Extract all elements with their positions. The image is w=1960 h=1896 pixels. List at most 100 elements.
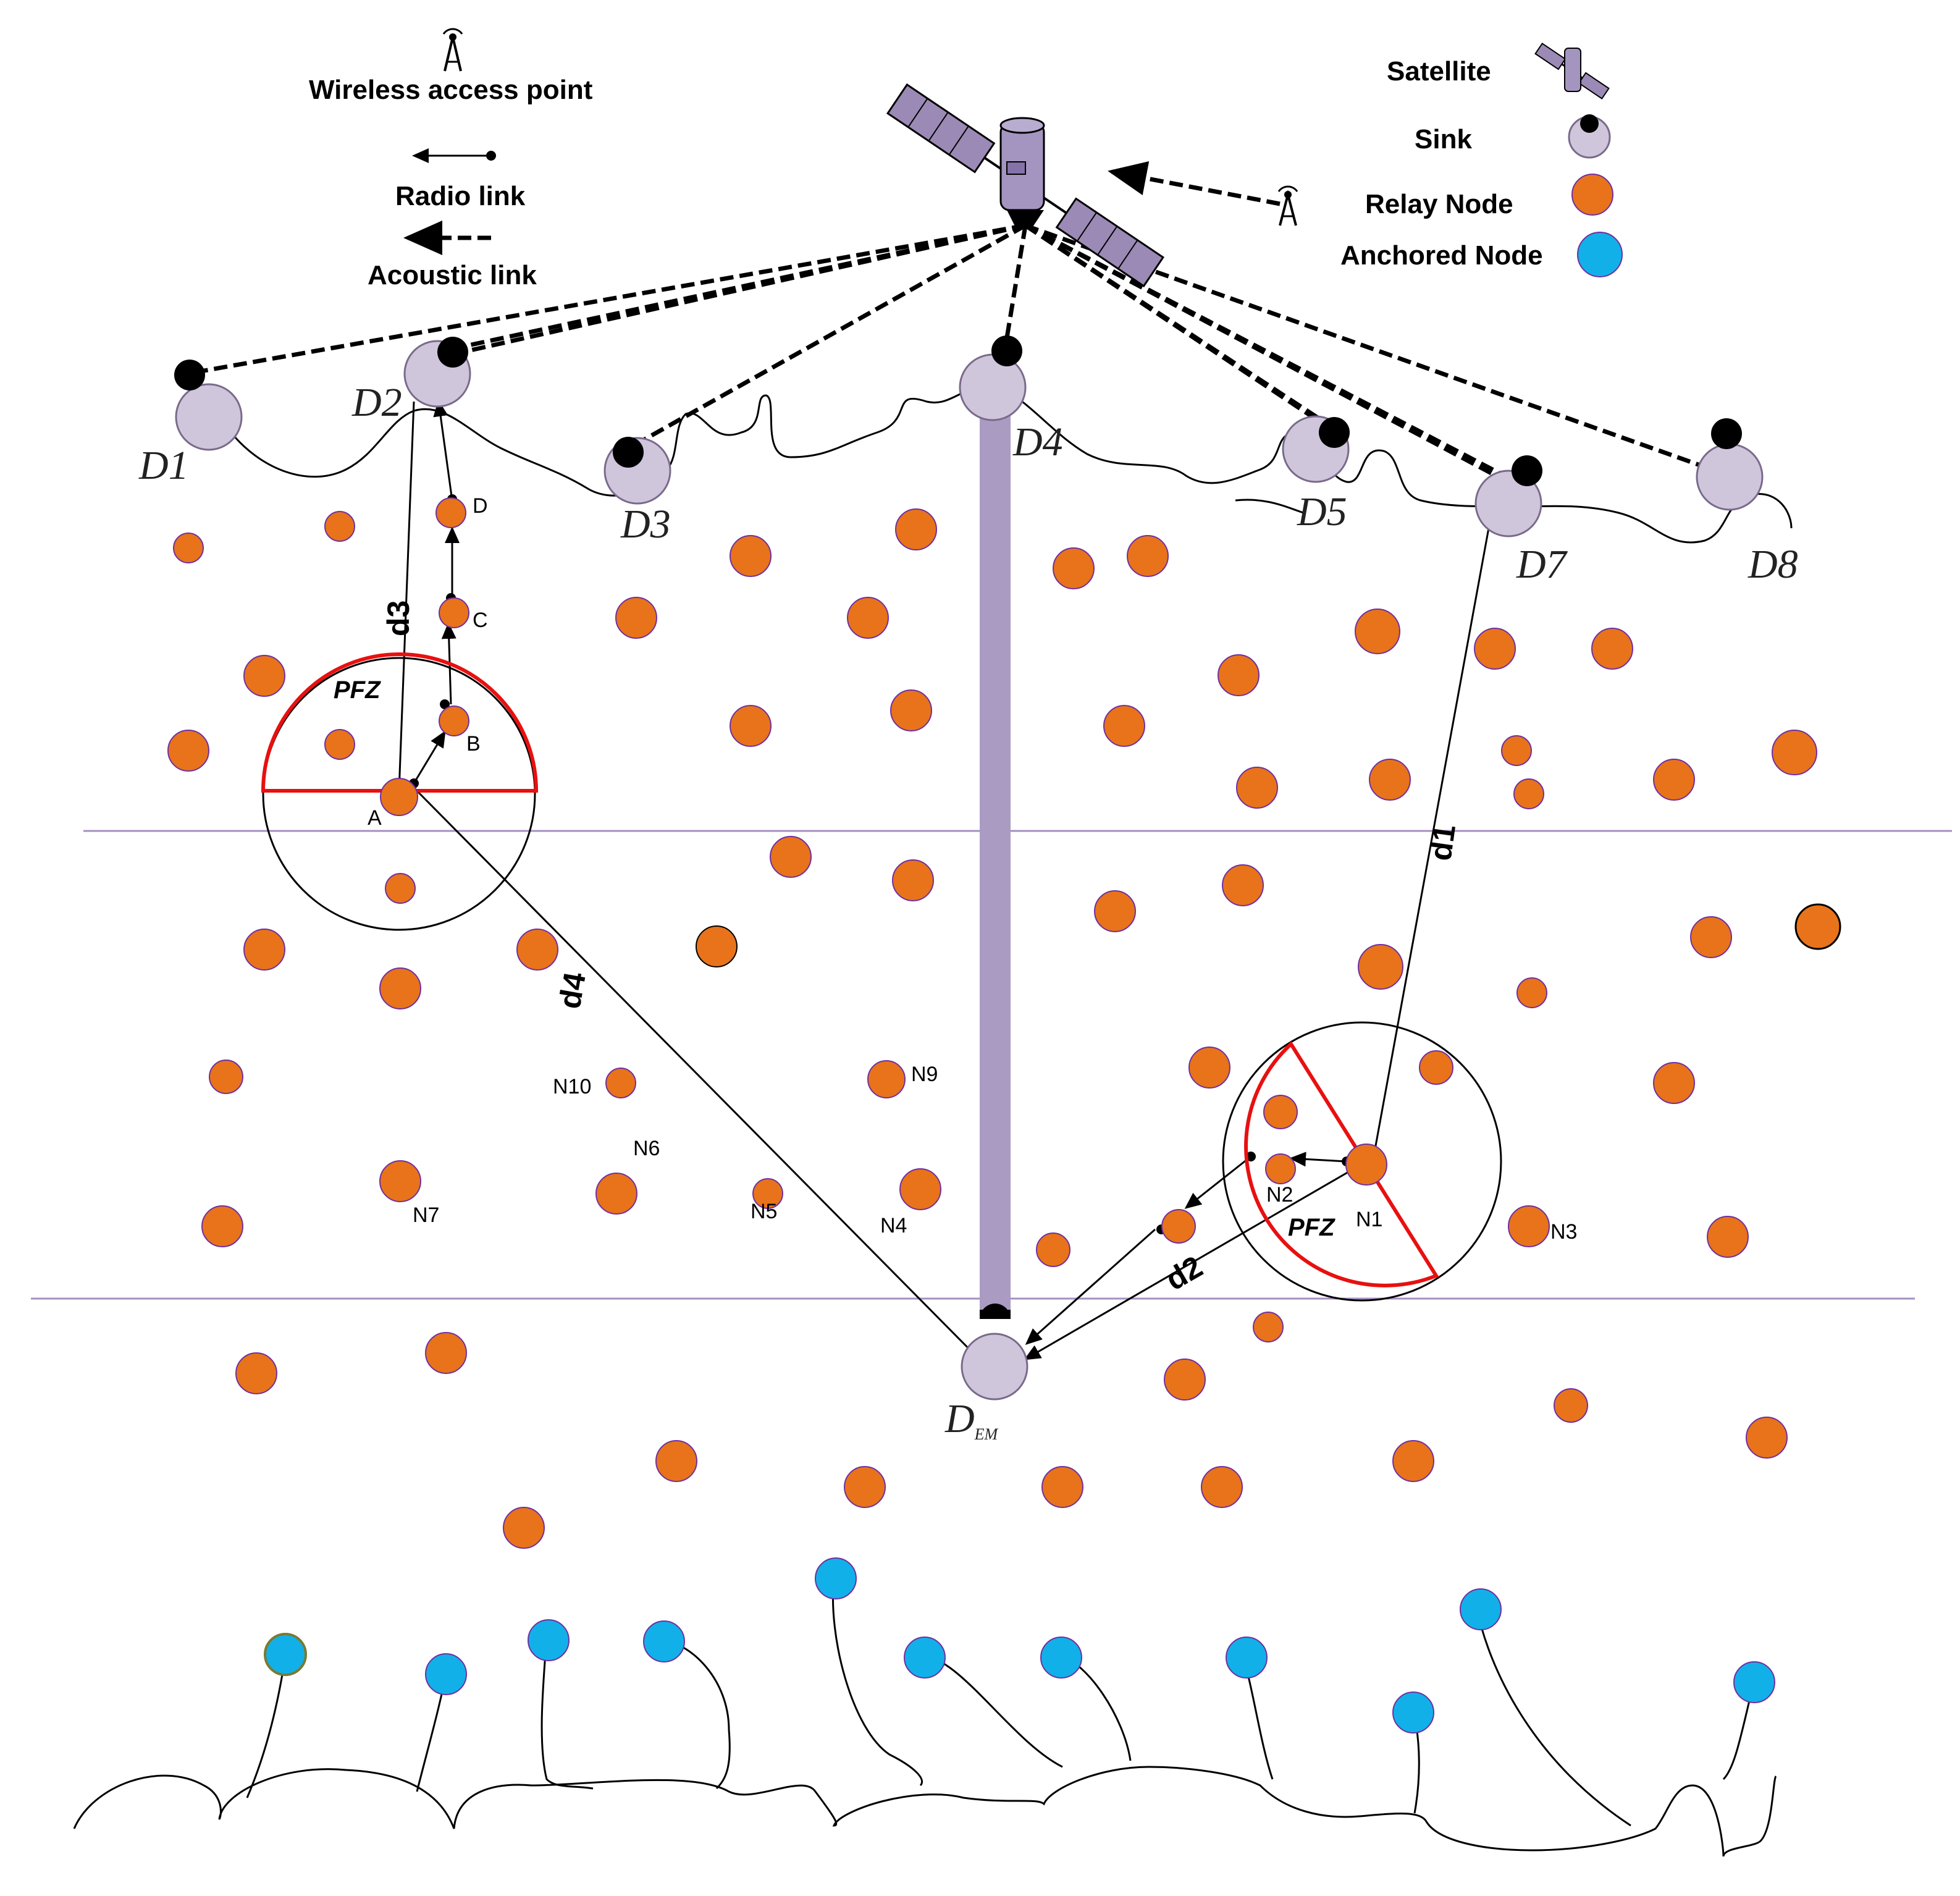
pfz-label-right: PFZ <box>1288 1214 1335 1241</box>
relay-node <box>1746 1417 1788 1459</box>
relay-node <box>1201 1466 1243 1508</box>
anchored-node <box>815 1557 857 1599</box>
sink-label-d4: D4 <box>1012 419 1063 465</box>
wireless-access-point-icon <box>442 28 463 72</box>
sink-d5 <box>1282 415 1350 483</box>
relay-node <box>1772 730 1817 775</box>
anchored-node <box>528 1619 570 1661</box>
node-label-n1: N1 <box>1356 1208 1382 1231</box>
sink-dem <box>961 1304 1028 1401</box>
acoustic-links <box>186 161 1731 487</box>
seabed-curve <box>73 1766 1777 1857</box>
node-label-n2: N2 <box>1266 1183 1293 1207</box>
relay-node <box>425 1332 467 1374</box>
relay-node <box>1094 890 1136 932</box>
relay-node <box>847 597 889 639</box>
relay-node <box>380 778 418 816</box>
node-label-b: B <box>466 732 481 756</box>
relay-node <box>1358 944 1403 990</box>
sink-label-d3: D3 <box>620 502 671 547</box>
distance-label-d1: d1 <box>1423 822 1462 863</box>
relay-node <box>1236 767 1278 809</box>
sink-d2 <box>403 337 471 408</box>
relay-node <box>1369 759 1411 801</box>
sink-d8 <box>1696 418 1764 511</box>
distance-label-d3: d3 <box>381 600 416 636</box>
relay-node <box>730 705 772 747</box>
relay-node <box>867 1060 906 1098</box>
anchored-node <box>1392 1692 1434 1734</box>
relay-node <box>1794 903 1841 950</box>
sea-surface-wave-d5-left <box>1235 499 1304 514</box>
relay-node <box>385 873 416 904</box>
distance-label-d2: d2 <box>1160 1249 1209 1297</box>
node-label-n5: N5 <box>751 1200 777 1223</box>
relay-node <box>516 929 558 971</box>
wireless-access-point-icon-remote <box>1277 185 1298 226</box>
relay-node <box>324 511 355 542</box>
relay-node <box>1591 628 1633 670</box>
sink-label-d8: D8 <box>1748 542 1798 587</box>
sink-label-d5: D5 <box>1297 489 1347 534</box>
relay-node <box>1501 735 1532 766</box>
sink-label-d7: D7 <box>1516 542 1568 587</box>
relay-node <box>605 1068 636 1098</box>
satellite-icon <box>886 83 1164 288</box>
relay-node <box>1653 759 1695 801</box>
relay-node <box>1253 1312 1284 1342</box>
anchored-node <box>1040 1637 1082 1679</box>
relay-node <box>173 533 204 563</box>
relay-node <box>243 655 285 697</box>
node-label-n9: N9 <box>911 1063 938 1086</box>
relay-node <box>1127 535 1169 577</box>
legend-sink-icon <box>1568 114 1611 159</box>
anchor-tethers <box>246 1578 1756 1827</box>
relay-node <box>209 1060 243 1094</box>
sink-d3 <box>604 437 671 505</box>
relay-node <box>1263 1095 1298 1129</box>
node-label-a: A <box>368 806 382 830</box>
relay-node <box>235 1352 277 1394</box>
relay-nodes <box>167 497 1841 1549</box>
legend-wireless-access-point: Wireless access point <box>309 75 593 105</box>
legend-anchored-node-icon <box>1577 232 1623 277</box>
anchored-node <box>1733 1661 1775 1703</box>
relay-node <box>890 689 932 731</box>
relay-node <box>1516 977 1547 1008</box>
pfz-zone-right <box>1222 1021 1502 1302</box>
relay-node <box>1653 1062 1695 1104</box>
relay-node <box>1041 1466 1083 1508</box>
sink-label-dem-sub: EM <box>974 1425 999 1443</box>
relay-node <box>1222 864 1264 906</box>
relay-node <box>1036 1232 1070 1267</box>
relay-node <box>379 967 421 1009</box>
relay-node <box>1218 654 1260 696</box>
node-label-n10: N10 <box>553 1075 591 1098</box>
sink-label-dem-main: D <box>944 1396 975 1441</box>
relay-node <box>892 859 934 901</box>
legend-relay-node-icon <box>1571 174 1613 216</box>
relay-node <box>1513 778 1544 809</box>
legend-sink: Sink <box>1415 124 1472 154</box>
anchored-node <box>264 1633 307 1676</box>
anchored-node <box>643 1620 685 1662</box>
relay-node <box>1707 1216 1749 1258</box>
relay-node <box>844 1466 886 1508</box>
relay-node <box>324 729 355 760</box>
relay-node <box>1188 1047 1230 1089</box>
relay-node <box>899 1168 941 1210</box>
relay-node <box>439 597 469 628</box>
relay-node <box>379 1160 421 1202</box>
anchored-node <box>425 1653 467 1695</box>
sink-label-dem: DEM <box>944 1396 999 1443</box>
node-label-n6: N6 <box>633 1137 660 1160</box>
anchored-node <box>1460 1588 1502 1630</box>
relay-node <box>201 1205 243 1247</box>
relay-node <box>655 1440 697 1482</box>
sink-d4 <box>959 335 1027 421</box>
relay-node <box>696 925 738 967</box>
relay-node <box>1554 1388 1588 1423</box>
sinks <box>174 335 1764 1401</box>
